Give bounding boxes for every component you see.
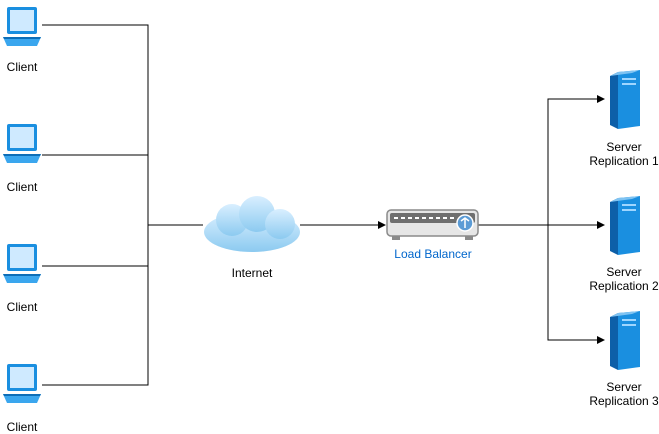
- server-1-label: Server Replication 1: [584, 140, 659, 168]
- laptop-icon: [0, 121, 44, 170]
- server-1-label-line1: Server: [606, 140, 642, 154]
- internet-label: Internet: [231, 266, 273, 280]
- server-icon: [608, 70, 642, 135]
- laptop-icon: [0, 241, 44, 290]
- server-3-arrow: [547, 225, 605, 344]
- client-4-connector: [42, 225, 149, 386]
- server-icon: [608, 311, 642, 376]
- server-1-label-line2: Replication 1: [589, 154, 659, 168]
- server-2-label-line1: Server: [606, 265, 642, 279]
- server-icon: [608, 196, 642, 261]
- server-3-label-line2: Replication 3: [589, 394, 659, 408]
- client-1-connector: [42, 24, 149, 225]
- server-1-arrow: [547, 95, 605, 225]
- server-3-label: Server Replication 3: [584, 380, 659, 408]
- cloud-icon: [202, 194, 302, 261]
- laptop-icon: [0, 4, 44, 53]
- client-3-label: Client: [6, 300, 38, 314]
- server-3-label-line1: Server: [606, 380, 642, 394]
- load-balancer-icon: [386, 209, 479, 246]
- client-4-label: Client: [6, 420, 38, 434]
- client-2-label: Client: [6, 180, 38, 194]
- client-1-label: Client: [6, 60, 38, 74]
- server-2-label: Server Replication 2: [584, 265, 659, 293]
- load-balancer-label: Load Balancer: [394, 247, 472, 261]
- laptop-icon: [0, 361, 44, 410]
- server-2-label-line2: Replication 2: [589, 279, 659, 293]
